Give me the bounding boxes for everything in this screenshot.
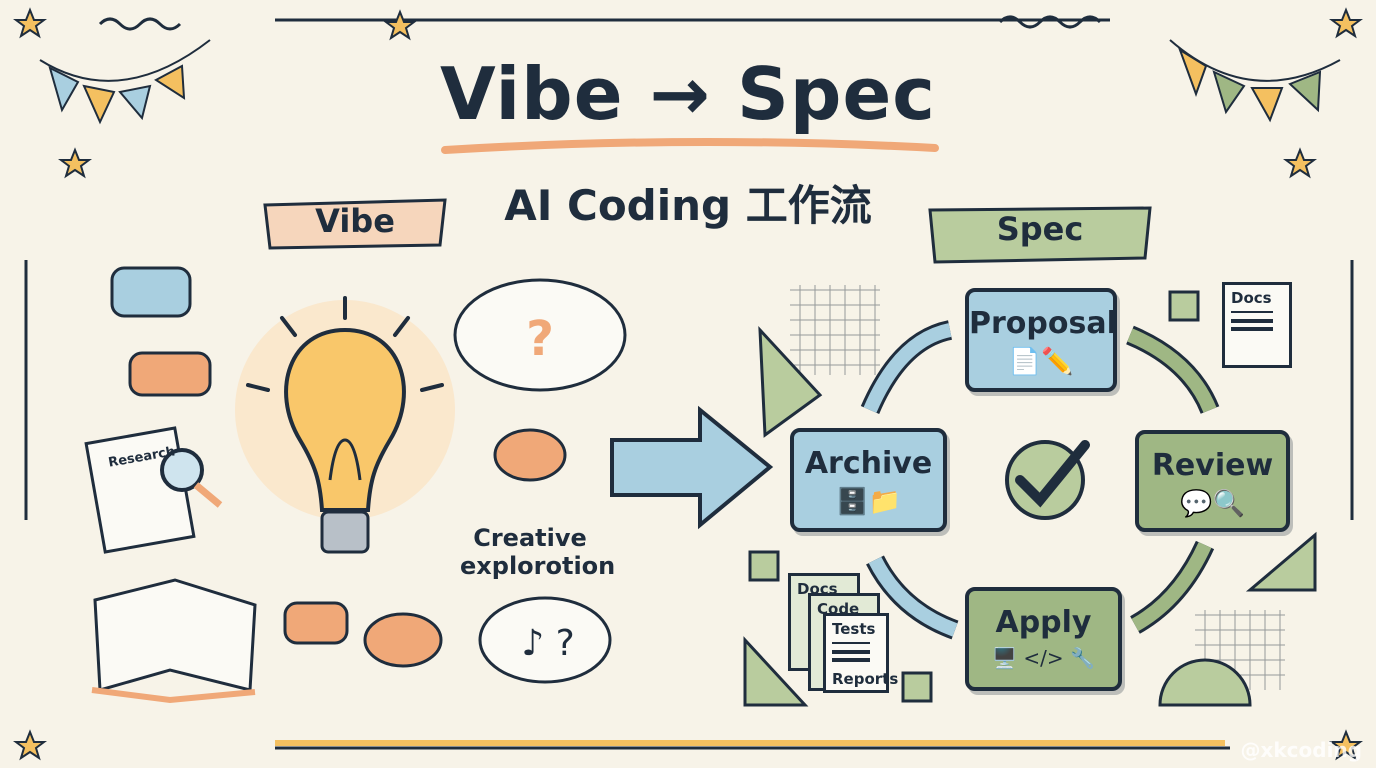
title-spec: Spec (737, 52, 936, 136)
caption-line: Creative (473, 524, 587, 552)
step-proposal[interactable]: Proposal 📄✏️ (965, 288, 1117, 392)
arrow-right-icon: → (649, 52, 711, 136)
page-title: Vibe → Spec (0, 52, 1376, 136)
title-vibe: Vibe (440, 52, 624, 136)
creative-exploration-caption: Creative explorotion (460, 524, 616, 580)
step-label: Proposal (969, 306, 1117, 341)
chat-magnifier-icon: 💬🔍 (1180, 489, 1245, 519)
vibe-banner: Vibe (315, 202, 395, 240)
doc-label: Docs (1231, 289, 1272, 307)
artifact-tests: Tests Reports (823, 613, 899, 693)
watermark: @xkcoding (1240, 738, 1362, 762)
svg-text:♪ ?: ♪ ? (521, 623, 575, 664)
monitor-code-tools-icon: 🖥️ </> 🔧 (992, 646, 1095, 670)
step-review[interactable]: Review 💬🔍 (1135, 430, 1290, 532)
doc-label: Reports (832, 670, 899, 688)
cabinet-folder-icon: 🗄️📁 (836, 487, 901, 517)
step-apply[interactable]: Apply 🖥️ </> 🔧 (965, 587, 1122, 691)
docs-document-icon: Docs (1222, 282, 1292, 368)
step-archive[interactable]: Archive 🗄️📁 (790, 428, 947, 532)
spec-banner: Spec (996, 210, 1084, 248)
step-label: Review (1151, 448, 1274, 483)
document-pencil-icon: 📄✏️ (1008, 347, 1074, 377)
svg-text:?: ? (526, 311, 554, 367)
subtitle: AI Coding 工作流 (504, 181, 872, 230)
doc-label: Tests (832, 620, 876, 638)
caption-line: explorotion (460, 552, 616, 580)
step-label: Archive (804, 446, 933, 481)
step-label: Apply (995, 605, 1092, 640)
